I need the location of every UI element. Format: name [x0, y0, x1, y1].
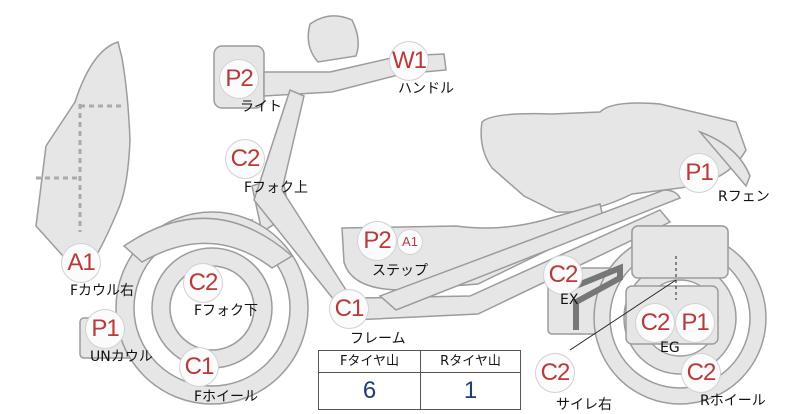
damage-code-badge[interactable]: P2: [220, 60, 258, 98]
rear-fender-shape: [697, 130, 751, 188]
damage-code-badge[interactable]: A1: [62, 244, 100, 282]
damage-code-badge[interactable]: W1: [390, 42, 428, 80]
part-label-frame: フレーム: [350, 331, 406, 347]
screen-shape: [307, 15, 359, 63]
damage-code-badge[interactable]: A1: [398, 230, 422, 254]
part-label-silencer-right: サイレ右: [556, 397, 612, 413]
front-cowl-shape: [35, 41, 131, 267]
frame-rail-shape: [378, 189, 682, 311]
damage-code-badge[interactable]: P1: [86, 310, 124, 348]
part-label-fork-lower: Fフォク下: [194, 303, 259, 319]
part-label-handle: ハンドル: [398, 81, 454, 97]
damage-code-badge[interactable]: C2: [636, 304, 674, 342]
seat-shape: [480, 102, 747, 213]
damage-code-badge[interactable]: C1: [330, 290, 368, 328]
engine-block-front: [631, 225, 729, 279]
part-label-engine: EG: [660, 340, 680, 356]
front-tire-tread-value: 6: [362, 377, 377, 404]
part-label-r-wheel: Rホイール: [700, 393, 766, 409]
table-header-front-tire: Fタイヤ山: [319, 351, 420, 373]
part-label-exhaust: EX: [560, 292, 579, 308]
damage-code-badge[interactable]: C2: [536, 354, 574, 392]
part-label-fork-upper: Fフォク上: [244, 180, 309, 196]
damage-code-badge[interactable]: C2: [226, 140, 264, 178]
tire-tread-table: Fタイヤ山 Rタイヤ山 6 1: [318, 350, 521, 410]
exhaust-pipe: [564, 263, 623, 330]
part-label-f-cowl-right: Fカウル右: [70, 283, 135, 299]
damage-code-badge[interactable]: P2: [358, 222, 396, 260]
damage-code-badge[interactable]: C2: [544, 256, 582, 294]
damage-code-badge[interactable]: P1: [676, 304, 714, 342]
damage-code-badge[interactable]: P1: [680, 154, 718, 192]
front-fender-shape: [122, 217, 294, 269]
damage-code-badge[interactable]: C2: [682, 354, 720, 392]
part-label-r-fender: Rフェン: [718, 189, 770, 205]
damage-code-badge[interactable]: C1: [180, 348, 218, 386]
part-label-step: ステップ: [372, 263, 428, 279]
part-label-un-cowl: UNカウル: [90, 349, 153, 365]
part-label-f-wheel: Fホイール: [194, 389, 259, 405]
rear-tire-tread-value: 1: [463, 377, 478, 404]
part-label-light: ライト: [240, 99, 282, 115]
table-header-rear-tire: Rタイヤ山: [421, 351, 520, 373]
pointer-line: [569, 279, 677, 351]
damage-code-badge[interactable]: C2: [184, 264, 222, 302]
table-divider: [420, 351, 421, 409]
